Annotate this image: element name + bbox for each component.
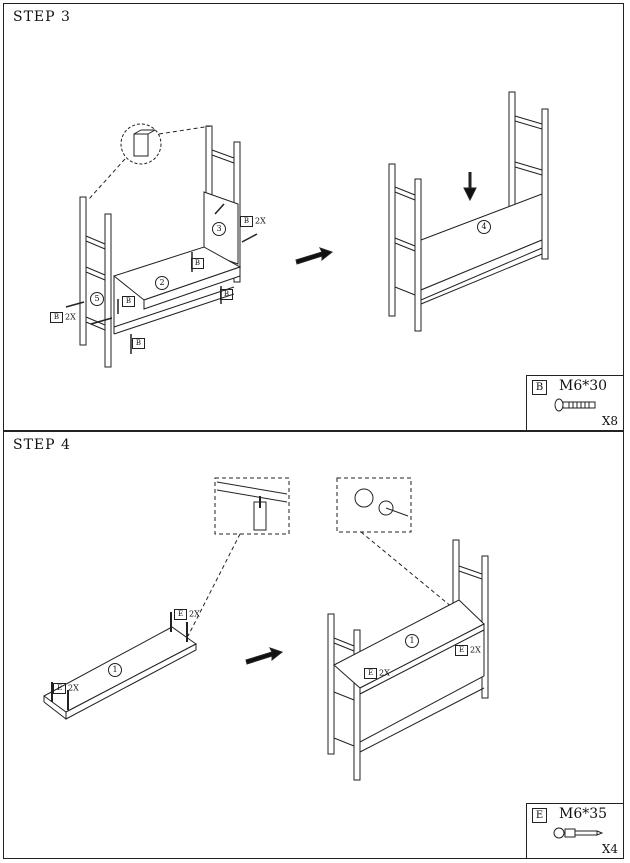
step3-hardware-box: B M6*30 X8 xyxy=(526,375,623,430)
part-3-marker: 3 xyxy=(212,222,226,236)
step4-title: STEP 4 xyxy=(13,437,71,453)
left-frame xyxy=(79,196,112,368)
step4-assembled xyxy=(327,539,489,781)
part-2-marker: 2 xyxy=(155,276,169,290)
step4-panel: STEP 4 xyxy=(3,431,624,859)
part-5-marker: 5 xyxy=(90,292,104,306)
part-1-marker: 1 xyxy=(108,663,122,677)
hardware-letter: B xyxy=(532,380,547,395)
hardware-size: M6*35 xyxy=(559,806,608,822)
step3-callout-b-3: B xyxy=(122,296,137,307)
step4-illustration xyxy=(43,477,489,781)
step3-illustration xyxy=(65,91,549,368)
step3-title: STEP 3 xyxy=(13,9,71,25)
part-4-marker: 4 xyxy=(477,220,491,234)
hardware-qty: X4 xyxy=(601,842,618,856)
part-1-marker-assembled: 1 xyxy=(405,634,419,648)
hardware-letter: E xyxy=(532,808,547,823)
hardware-qty: X8 xyxy=(601,414,618,428)
assembled-frame xyxy=(388,91,549,332)
step3-callout-b-1: B xyxy=(191,258,206,269)
hardware-size: M6*30 xyxy=(559,378,608,394)
bolt-icon xyxy=(554,398,596,412)
step3-panel: STEP 3 xyxy=(3,3,624,431)
step3-callout-b-2: B xyxy=(220,289,235,300)
step4-hardware-box: E M6*35 X4 xyxy=(526,803,623,858)
barrel-bolt-icon xyxy=(553,827,603,839)
step3-callout-b-4: B xyxy=(132,338,147,349)
